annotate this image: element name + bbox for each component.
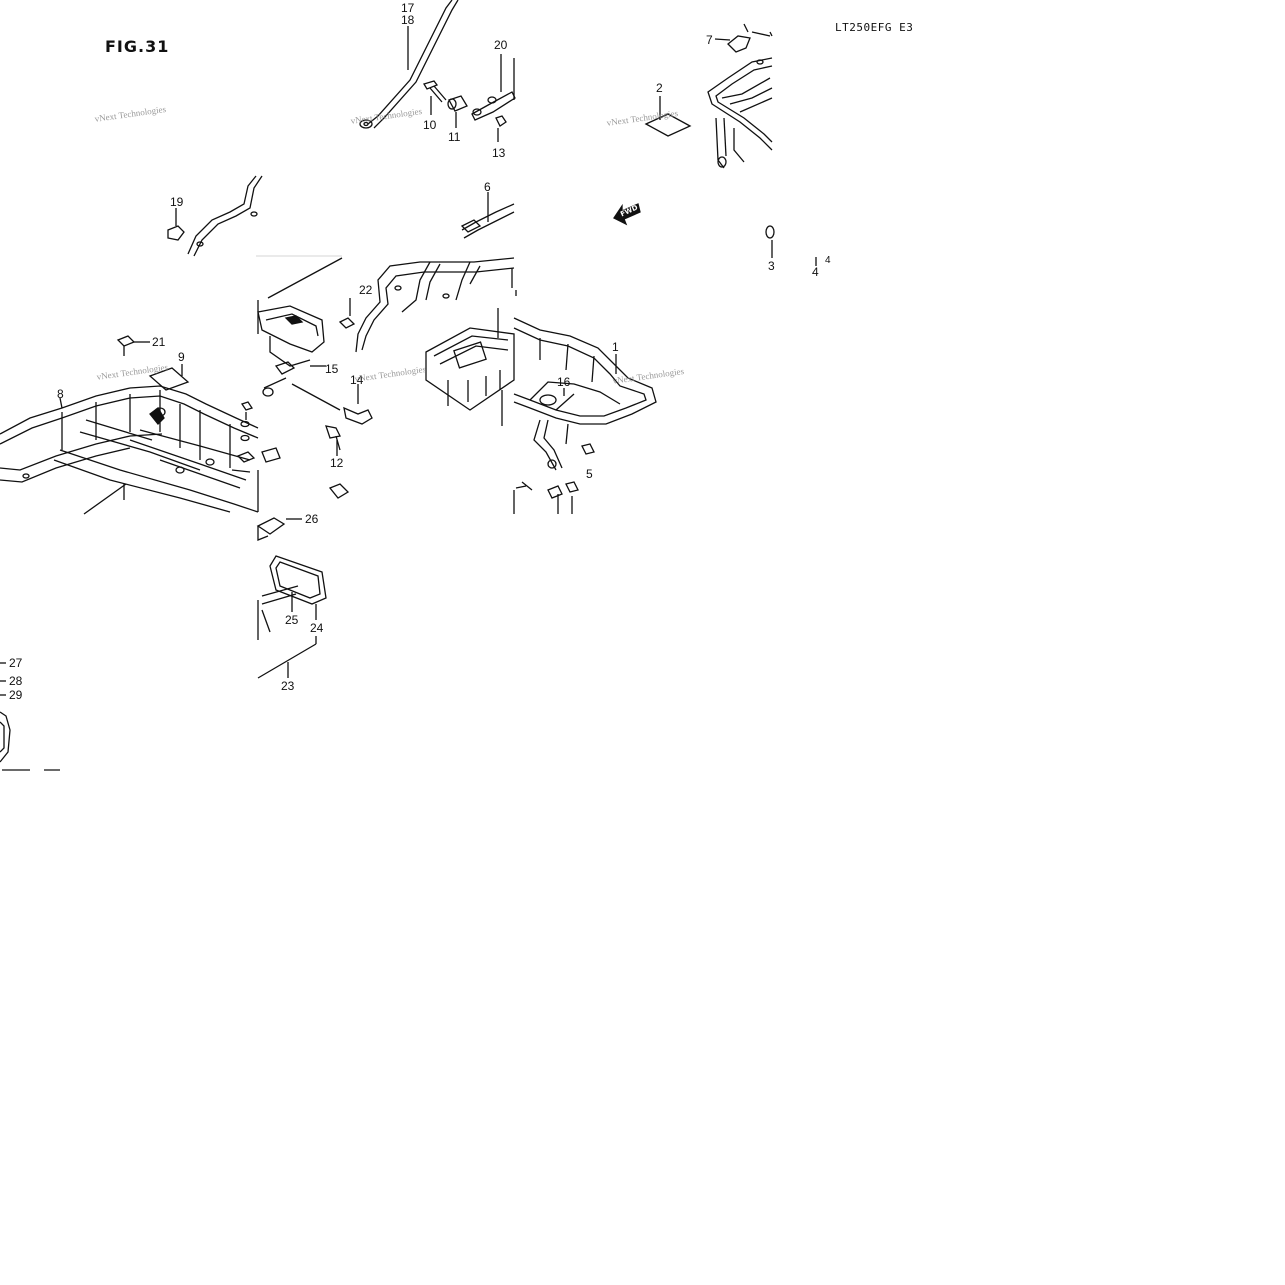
forward-arrow-icon [614, 204, 640, 224]
callout-11: 11 [448, 130, 461, 144]
callout-1: 1 [612, 340, 619, 354]
front-brace-17-18 [360, 0, 458, 128]
callout-2: 2 [656, 81, 663, 95]
small-part-3 [766, 226, 816, 266]
hardware-stack [232, 402, 348, 512]
callout-29: 29 [9, 688, 23, 702]
bolt-12 [326, 426, 340, 456]
callout-25: 25 [285, 613, 299, 627]
callout-5: 5 [586, 467, 593, 481]
callout-18: 18 [401, 13, 415, 27]
reflector-24 [258, 556, 326, 678]
callout-15: 15 [325, 362, 339, 376]
main-frame-8 [0, 386, 258, 514]
left-edge-fragment [0, 663, 60, 770]
callout-8: 8 [57, 387, 64, 401]
rear-rack-top [708, 58, 772, 168]
callout-26: 26 [305, 512, 319, 526]
callout-3: 3 [768, 259, 775, 273]
callout-21: 21 [152, 335, 166, 349]
callout-28: 28 [9, 674, 23, 688]
clamp-7 [715, 24, 772, 52]
callout-4: 4 [825, 255, 831, 266]
bracket-assembly-15 [258, 298, 354, 410]
bolt-14 [344, 384, 372, 424]
callout-23: 23 [281, 679, 295, 693]
figure-title: FIG.31 [105, 37, 170, 56]
front-carrier-1 [514, 318, 656, 514]
clip-26 [258, 518, 302, 540]
callout-13: 13 [492, 146, 506, 160]
label-plate-2 [646, 96, 690, 136]
collar-11 [448, 96, 467, 128]
bolt-21 [118, 336, 150, 356]
label-plate-9 [150, 364, 188, 390]
callout-10: 10 [423, 118, 437, 132]
frame-member-19 [168, 176, 262, 256]
callout-17: 17 [401, 1, 415, 15]
callout-14: 14 [350, 373, 364, 387]
callout-9: 9 [178, 350, 185, 364]
callout-27: 27 [9, 656, 23, 670]
battery-box [426, 308, 514, 426]
callout-19: 19 [170, 195, 184, 209]
callout-6: 6 [484, 180, 491, 194]
callout-12: 12 [330, 456, 344, 470]
callout-7: 7 [706, 33, 713, 47]
model-code: LT250EFG E3 [835, 21, 914, 34]
rack-6 [268, 192, 516, 352]
bolt-10 [424, 81, 446, 115]
callout-20: 20 [494, 38, 508, 52]
callout-4b: 4 [812, 265, 819, 279]
callout-22: 22 [359, 283, 373, 297]
bracket-20 [472, 54, 515, 142]
callout-16: 16 [557, 375, 571, 389]
callout-24: 24 [310, 621, 324, 635]
